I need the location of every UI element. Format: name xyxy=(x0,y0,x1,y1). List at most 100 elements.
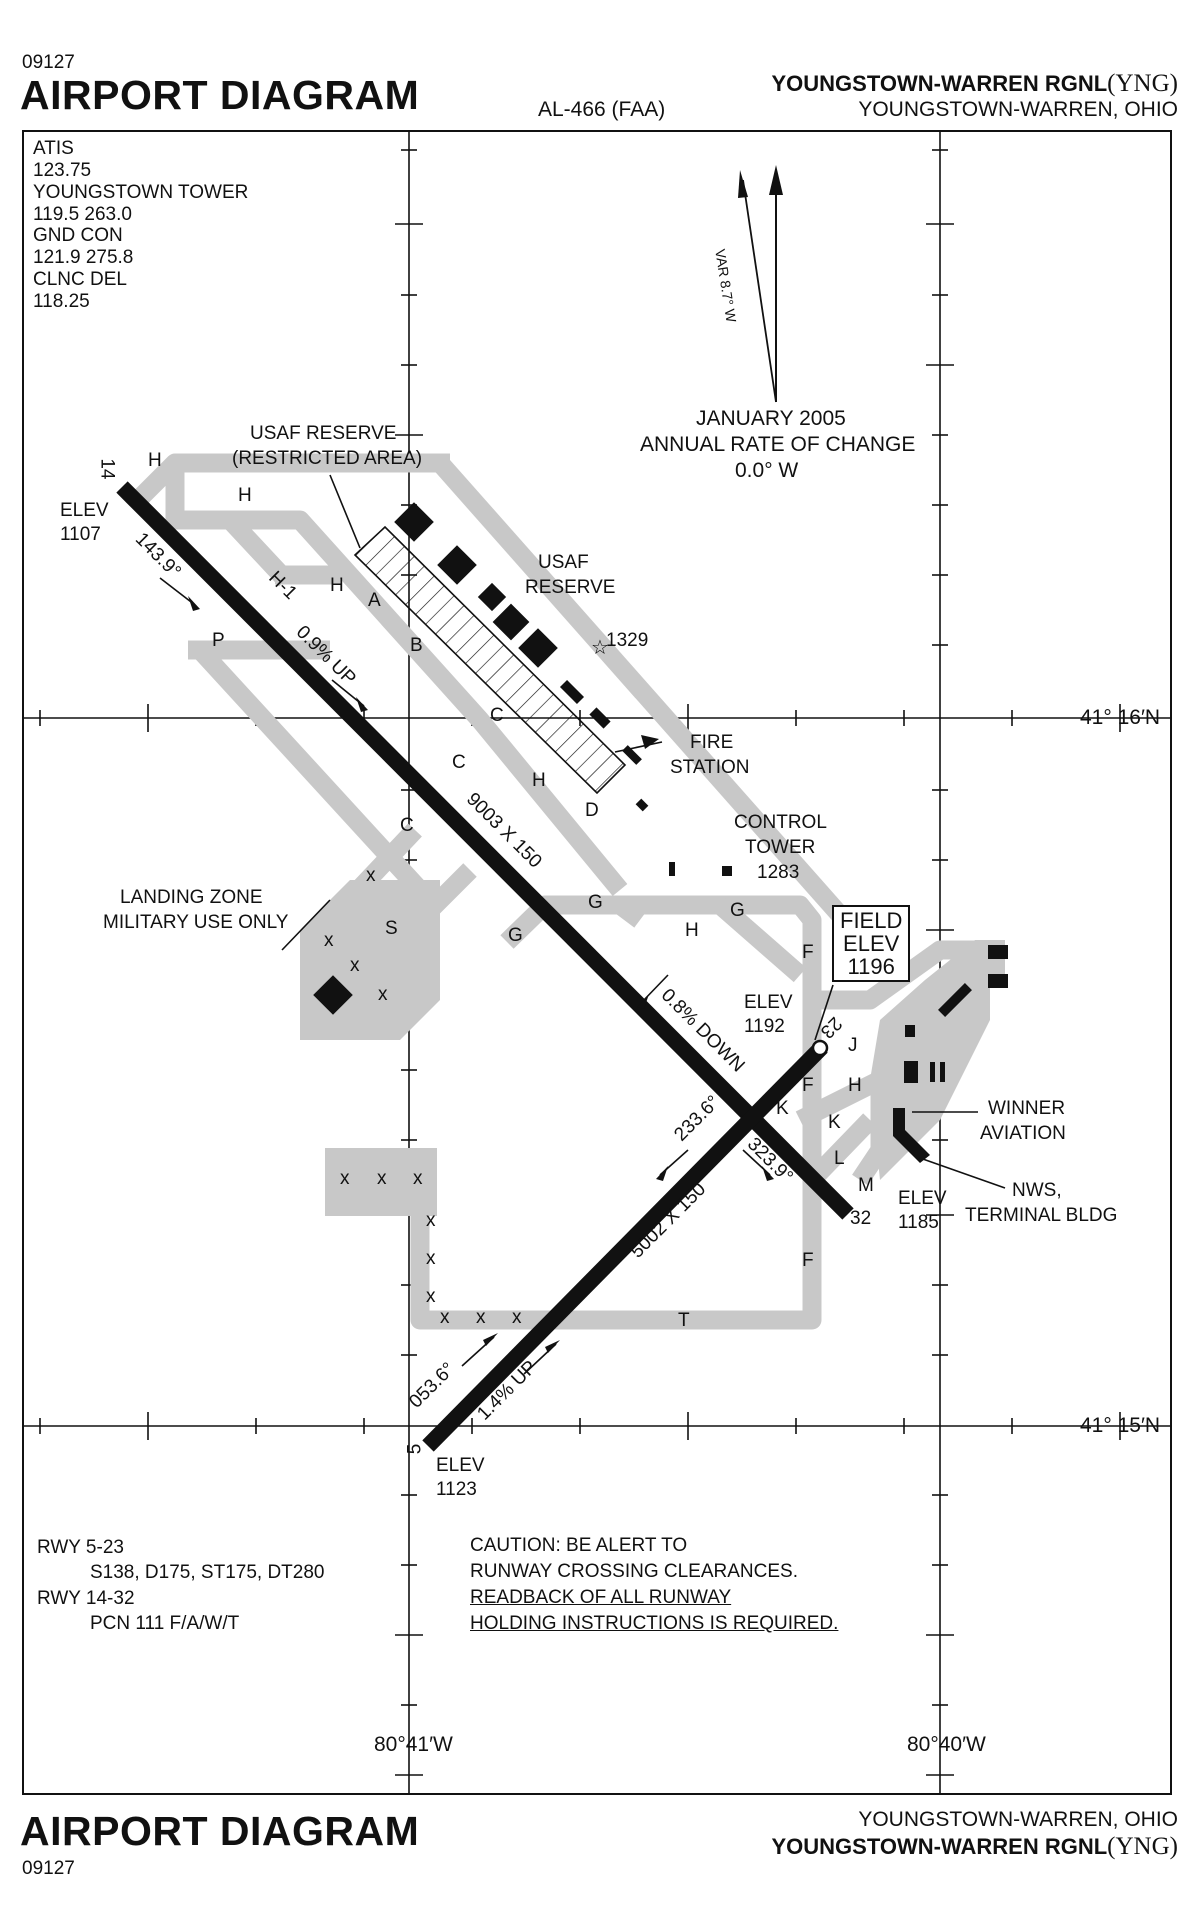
taxiway-label-a: A xyxy=(368,590,381,611)
closed-mark: x xyxy=(426,1286,436,1307)
landing-zone-apron xyxy=(300,880,440,1040)
label-usaf-reserve: USAF xyxy=(538,552,589,573)
taxiway-label-b: B xyxy=(410,635,423,656)
field-elev-value: 1196 xyxy=(847,954,895,980)
label-winner-aviation: AVIATION xyxy=(980,1123,1066,1144)
leader-lines xyxy=(159,474,1006,1375)
beacon-elev: 1329 xyxy=(606,630,649,651)
label-tower-elev: 1283 xyxy=(757,862,800,883)
label-winner-aviation: WINNER xyxy=(988,1098,1066,1119)
landing-zone-building xyxy=(313,975,353,1015)
taxiway-label-g: G xyxy=(588,892,603,913)
diagram-frame xyxy=(22,130,1172,1795)
leader-restricted xyxy=(329,474,361,549)
runway-info-5-23-detail: S138, D175, ST175, DT280 xyxy=(90,1562,325,1583)
hangar-4 xyxy=(940,1062,945,1082)
hangar-1 xyxy=(905,1025,915,1037)
lat-ticks xyxy=(39,704,1121,1440)
closed-mark: x xyxy=(426,1210,436,1231)
footer-location: YOUNGSTOWN-WARREN, OHIO xyxy=(858,1808,1178,1831)
closed-mark: x xyxy=(350,955,360,976)
taxiway-label-k: K xyxy=(828,1112,841,1133)
true-north-arrowhead xyxy=(769,165,783,195)
elev-label-23: ELEV xyxy=(744,992,793,1013)
closed-mark: x xyxy=(377,1168,387,1189)
closed-mark: x xyxy=(426,1248,436,1269)
usaf-building-7 xyxy=(589,707,611,729)
leader-field-elev xyxy=(814,984,834,1041)
usaf-building-1 xyxy=(394,502,434,542)
taxiway-label-g: G xyxy=(508,925,523,946)
closed-mark: x xyxy=(324,930,334,951)
closed-mark: x xyxy=(512,1307,522,1328)
caution-line: HOLDING INSTRUCTIONS IS REQUIRED. xyxy=(470,1613,839,1634)
taxiway-label-l: L xyxy=(834,1148,845,1169)
frequency-panel: ATIS 123.75 YOUNGSTOWN TOWER 119.5 263.0… xyxy=(33,138,248,313)
taxiway-h-south xyxy=(713,897,807,983)
airport-id: (YNG) xyxy=(1107,70,1178,97)
arrowheads xyxy=(188,596,774,1353)
usaf-building-3 xyxy=(477,582,507,612)
taxiway-label-g: G xyxy=(730,900,745,921)
runway-14-32 xyxy=(116,481,854,1220)
freq-line: 121.9 275.8 xyxy=(33,247,134,269)
elev-label-14: ELEV xyxy=(60,500,109,521)
field-elev-text: FIELD xyxy=(840,908,903,933)
lon-label-left: 80°41′W xyxy=(374,1733,453,1756)
label-control-tower: TOWER xyxy=(745,837,816,858)
taxiway-label-h: H xyxy=(532,770,546,791)
arrow-143 xyxy=(159,577,196,606)
freq-line: GND CON xyxy=(33,225,123,247)
freq-line: ATIS xyxy=(33,138,74,159)
label-landing-zone: LANDING ZONE xyxy=(120,887,263,908)
closed-mark: x xyxy=(366,865,376,886)
hangar-row xyxy=(938,983,972,1017)
caution-line: READBACK OF ALL RUNWAY xyxy=(470,1587,732,1608)
beacon-icon: ☆ xyxy=(591,635,609,659)
freq-line: YOUNGSTOWN TOWER xyxy=(33,181,249,203)
hangar-3 xyxy=(930,1062,935,1082)
lat-label-bottom: 41° 15′N xyxy=(1080,1414,1161,1437)
closed-mark: x xyxy=(378,984,388,1005)
hangar-2 xyxy=(904,1061,918,1083)
caution-line: RUNWAY CROSSING CLEARANCES. xyxy=(470,1561,798,1582)
usaf-building-6 xyxy=(559,679,585,705)
label-nws: NWS, xyxy=(1012,1180,1062,1201)
magvar-rate: 0.0° W xyxy=(735,459,799,482)
label-terminal-bldg: TERMINAL BLDG xyxy=(965,1205,1118,1226)
taxiway-label-m: M xyxy=(858,1175,874,1196)
chart-code: 09127 xyxy=(22,52,75,73)
taxiway-label-h: H xyxy=(238,485,252,506)
elev-value-32: 1185 xyxy=(898,1212,939,1233)
label-fire-station: STATION xyxy=(670,757,750,778)
elev-value-23: 1192 xyxy=(744,1016,785,1037)
mag-north-line xyxy=(742,179,777,403)
taxiway-label-p: P xyxy=(212,630,225,651)
taxiway-label-c: C xyxy=(400,815,414,836)
runway-info-14-32-detail: PCN 111 F/A/W/T xyxy=(90,1613,240,1634)
taxiway-label-c: C xyxy=(490,705,504,726)
field-elev-text: ELEV xyxy=(843,931,900,957)
runway-info-5-23: RWY 5-23 xyxy=(37,1537,124,1558)
chart-title: AIRPORT DIAGRAM xyxy=(20,72,420,118)
usaf-building-8 xyxy=(635,798,649,812)
closed-mark: x xyxy=(413,1168,423,1189)
elev-label-32: ELEV xyxy=(898,1188,947,1209)
taxiway-label-s: S xyxy=(385,918,398,939)
usaf-building-5 xyxy=(518,628,558,668)
terminal-building-2 xyxy=(988,974,1008,988)
caution-line: CAUTION: BE ALERT TO xyxy=(470,1535,688,1556)
label-usaf-reserve: RESERVE xyxy=(525,577,616,598)
footer-title: AIRPORT DIAGRAM xyxy=(20,1808,420,1854)
restricted-area xyxy=(353,525,627,795)
footer-code: 09127 xyxy=(22,1858,75,1879)
usaf-building-4 xyxy=(492,603,530,641)
label-fire-station: FIRE xyxy=(690,732,734,753)
winner-aviation-building xyxy=(893,1108,930,1163)
taxiway-label-t: T xyxy=(678,1310,690,1331)
taxiway-label-h: H xyxy=(848,1075,862,1096)
taxiway-label-k: K xyxy=(776,1098,789,1119)
field-elev-point xyxy=(811,1039,829,1057)
magvar-date: JANUARY 2005 xyxy=(696,407,846,430)
taxiway-parallel-h xyxy=(230,510,628,897)
